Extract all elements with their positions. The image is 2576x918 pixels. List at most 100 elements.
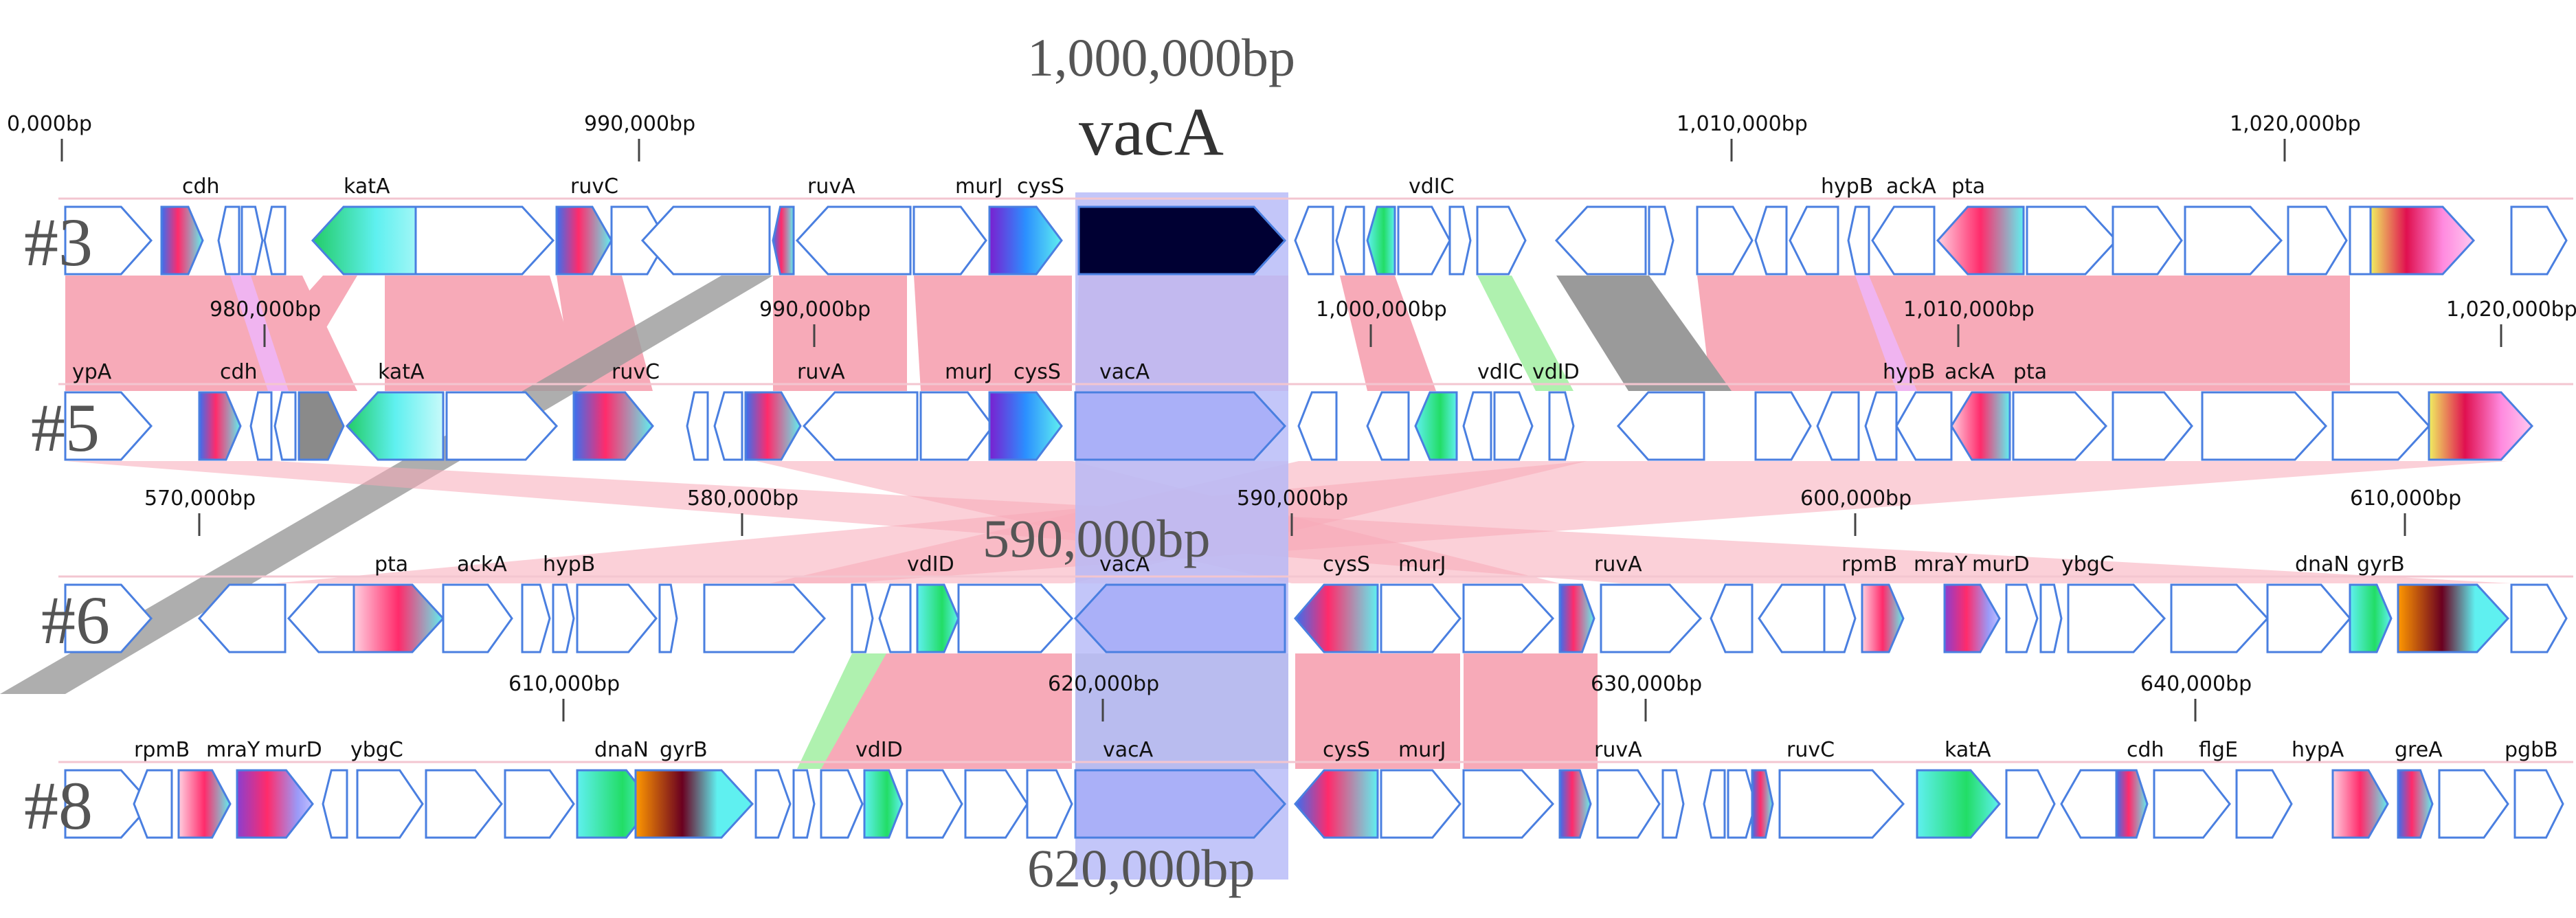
gene-label: hypB [1821,175,1873,199]
gene-arrow [1558,583,1595,653]
gene-arrow [772,205,795,276]
gene-arrow [1600,583,1703,653]
gene-arrow [658,583,678,653]
tick-label: 990,000bp [759,298,871,322]
gene-arrow [356,769,424,839]
gene-arrow [1476,205,1527,276]
gene-label: dnaN [2295,552,2349,576]
gene-arrow [754,769,792,839]
gene-arrow [1558,769,1592,839]
track-id-label: #3 [24,204,93,280]
tick-label: 620,000bp [1048,672,1159,696]
gene-arrow [1936,205,2025,276]
gene-arrow [1026,769,1073,839]
track-id-label: #5 [31,390,100,466]
gene-arrow [2005,583,2039,653]
gene-arrow [445,391,559,461]
gene-arrow [1916,769,2001,839]
gene-arrow [64,391,153,461]
gene-arrow [2039,583,2063,653]
gene-arrow [2112,391,2193,461]
gene-label: hypA [2292,738,2344,762]
gene-arrow [521,583,551,653]
gene-arrow [988,391,1063,461]
gene-label: vdIC [1409,175,1455,199]
gene-arrow [1074,769,1287,839]
tick-label: 580,000bp [687,486,798,511]
gene-arrow [906,769,963,839]
gene-arrow [177,769,232,839]
gene-arrow [2005,769,2056,839]
gene-label: ruvC [570,175,618,199]
gene-arrow [1596,769,1661,839]
gene-label: hypB [1883,360,1935,384]
gene-arrow [1703,769,1726,839]
gene-arrow [1366,391,1410,461]
gene-label: pta [1951,175,1985,199]
gene-arrow [912,205,987,276]
band-6-8-a [1295,653,1460,769]
gene-arrow [322,769,348,839]
tick-label: 610,000bp [2350,486,2461,511]
gene-arrow [1294,583,1379,653]
gene-arrow [133,769,173,839]
gene-arrow [1616,391,1705,461]
gene-arrow [1950,391,2011,461]
gene-arrow [1823,583,1857,653]
track-id-label: #6 [41,582,110,658]
gene-label: vacA [1099,360,1150,384]
gene-arrow [1861,583,1905,653]
gene-arrow [744,391,802,461]
gene-label: vdID [1532,360,1580,384]
band-3-5-green [1477,276,1573,391]
gene-arrow [1462,391,1492,461]
gene-arrow [64,205,153,276]
gene-arrow [240,205,264,276]
tick-label: 630,000bp [1591,672,1702,696]
tick-label: 0,000bp [7,112,92,136]
gene-arrow [273,391,297,461]
band-3-5-8 [1697,276,2350,391]
gene-arrow [1297,391,1338,461]
gene-label: murJ [1398,738,1446,762]
gene-arrow [640,205,771,276]
top-position-label: 1,000,000bp [1027,27,1295,87]
gene-arrow [2397,769,2434,839]
gene-arrow [1895,391,1953,461]
gene-arrow [1414,391,1458,461]
gene-label: pta [2013,360,2047,384]
gene-arrow [2153,769,2231,839]
gene-arrow [1462,769,1555,839]
tick-label: 590,000bp [1237,486,1348,511]
gene-label: ybgC [2061,552,2114,576]
gene-arrow [1754,391,1812,461]
gene-label: cysS [1323,552,1370,576]
gene-label: murD [265,738,322,762]
band-3-5-5 [914,276,1072,391]
gene-arrow [1397,205,1451,276]
tick-label: 640,000bp [2140,672,2252,696]
gene-arrow [2112,205,2183,276]
gene-arrow [2510,205,2568,276]
gene-arrow [795,205,912,276]
gene-label: cdh [182,175,220,199]
gene-arrow [1816,391,1860,461]
gene-arrow [572,391,654,461]
gene-arrow [2184,205,2283,276]
gene-label: ackA [457,552,507,576]
gene-arrow [2201,391,2328,461]
gene-label: vacA [1103,738,1154,762]
gene-label: gyrB [660,738,708,762]
gene-arrow [1847,205,1870,276]
gene-arrow [263,205,287,276]
gene-arrow [236,769,314,839]
band-3-5-7 [1340,276,1436,391]
gene-label: greA [2395,738,2443,762]
gene-arrow [2012,391,2108,461]
gene-arrow [957,583,1074,653]
gene-arrow [792,769,816,839]
